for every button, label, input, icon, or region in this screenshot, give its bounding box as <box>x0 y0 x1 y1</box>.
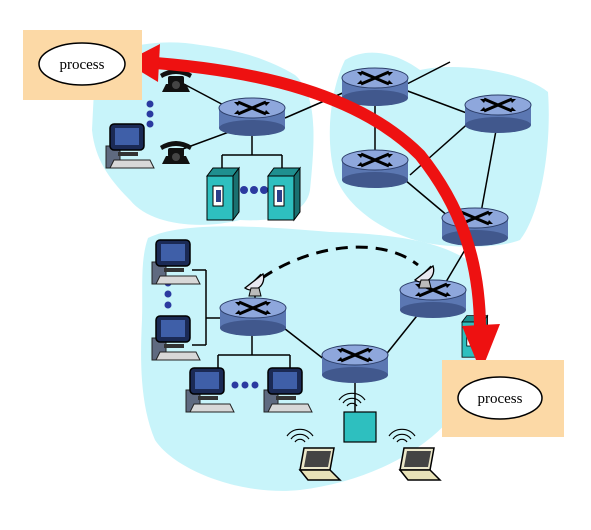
router-icon <box>398 278 468 320</box>
router-icon <box>218 296 288 338</box>
wireless-access-point-icon <box>338 392 377 443</box>
router-icon <box>340 148 410 190</box>
access-network-cloud-top-left <box>92 42 314 225</box>
router-icon <box>320 343 390 385</box>
process-label-right: process <box>478 391 523 407</box>
process-box-left: process <box>23 30 142 100</box>
ellipsis-dots <box>146 100 268 389</box>
process-box-right: process <box>442 360 564 437</box>
end-to-end-arrow <box>125 44 500 372</box>
router-icon <box>463 93 533 135</box>
server-icon <box>267 167 301 221</box>
network-links <box>179 61 498 412</box>
satellite-link-dashed <box>261 245 419 280</box>
process-label-left: process <box>60 57 105 73</box>
server-icon <box>206 167 240 221</box>
router-icon <box>340 66 410 108</box>
router-icon <box>217 96 287 138</box>
